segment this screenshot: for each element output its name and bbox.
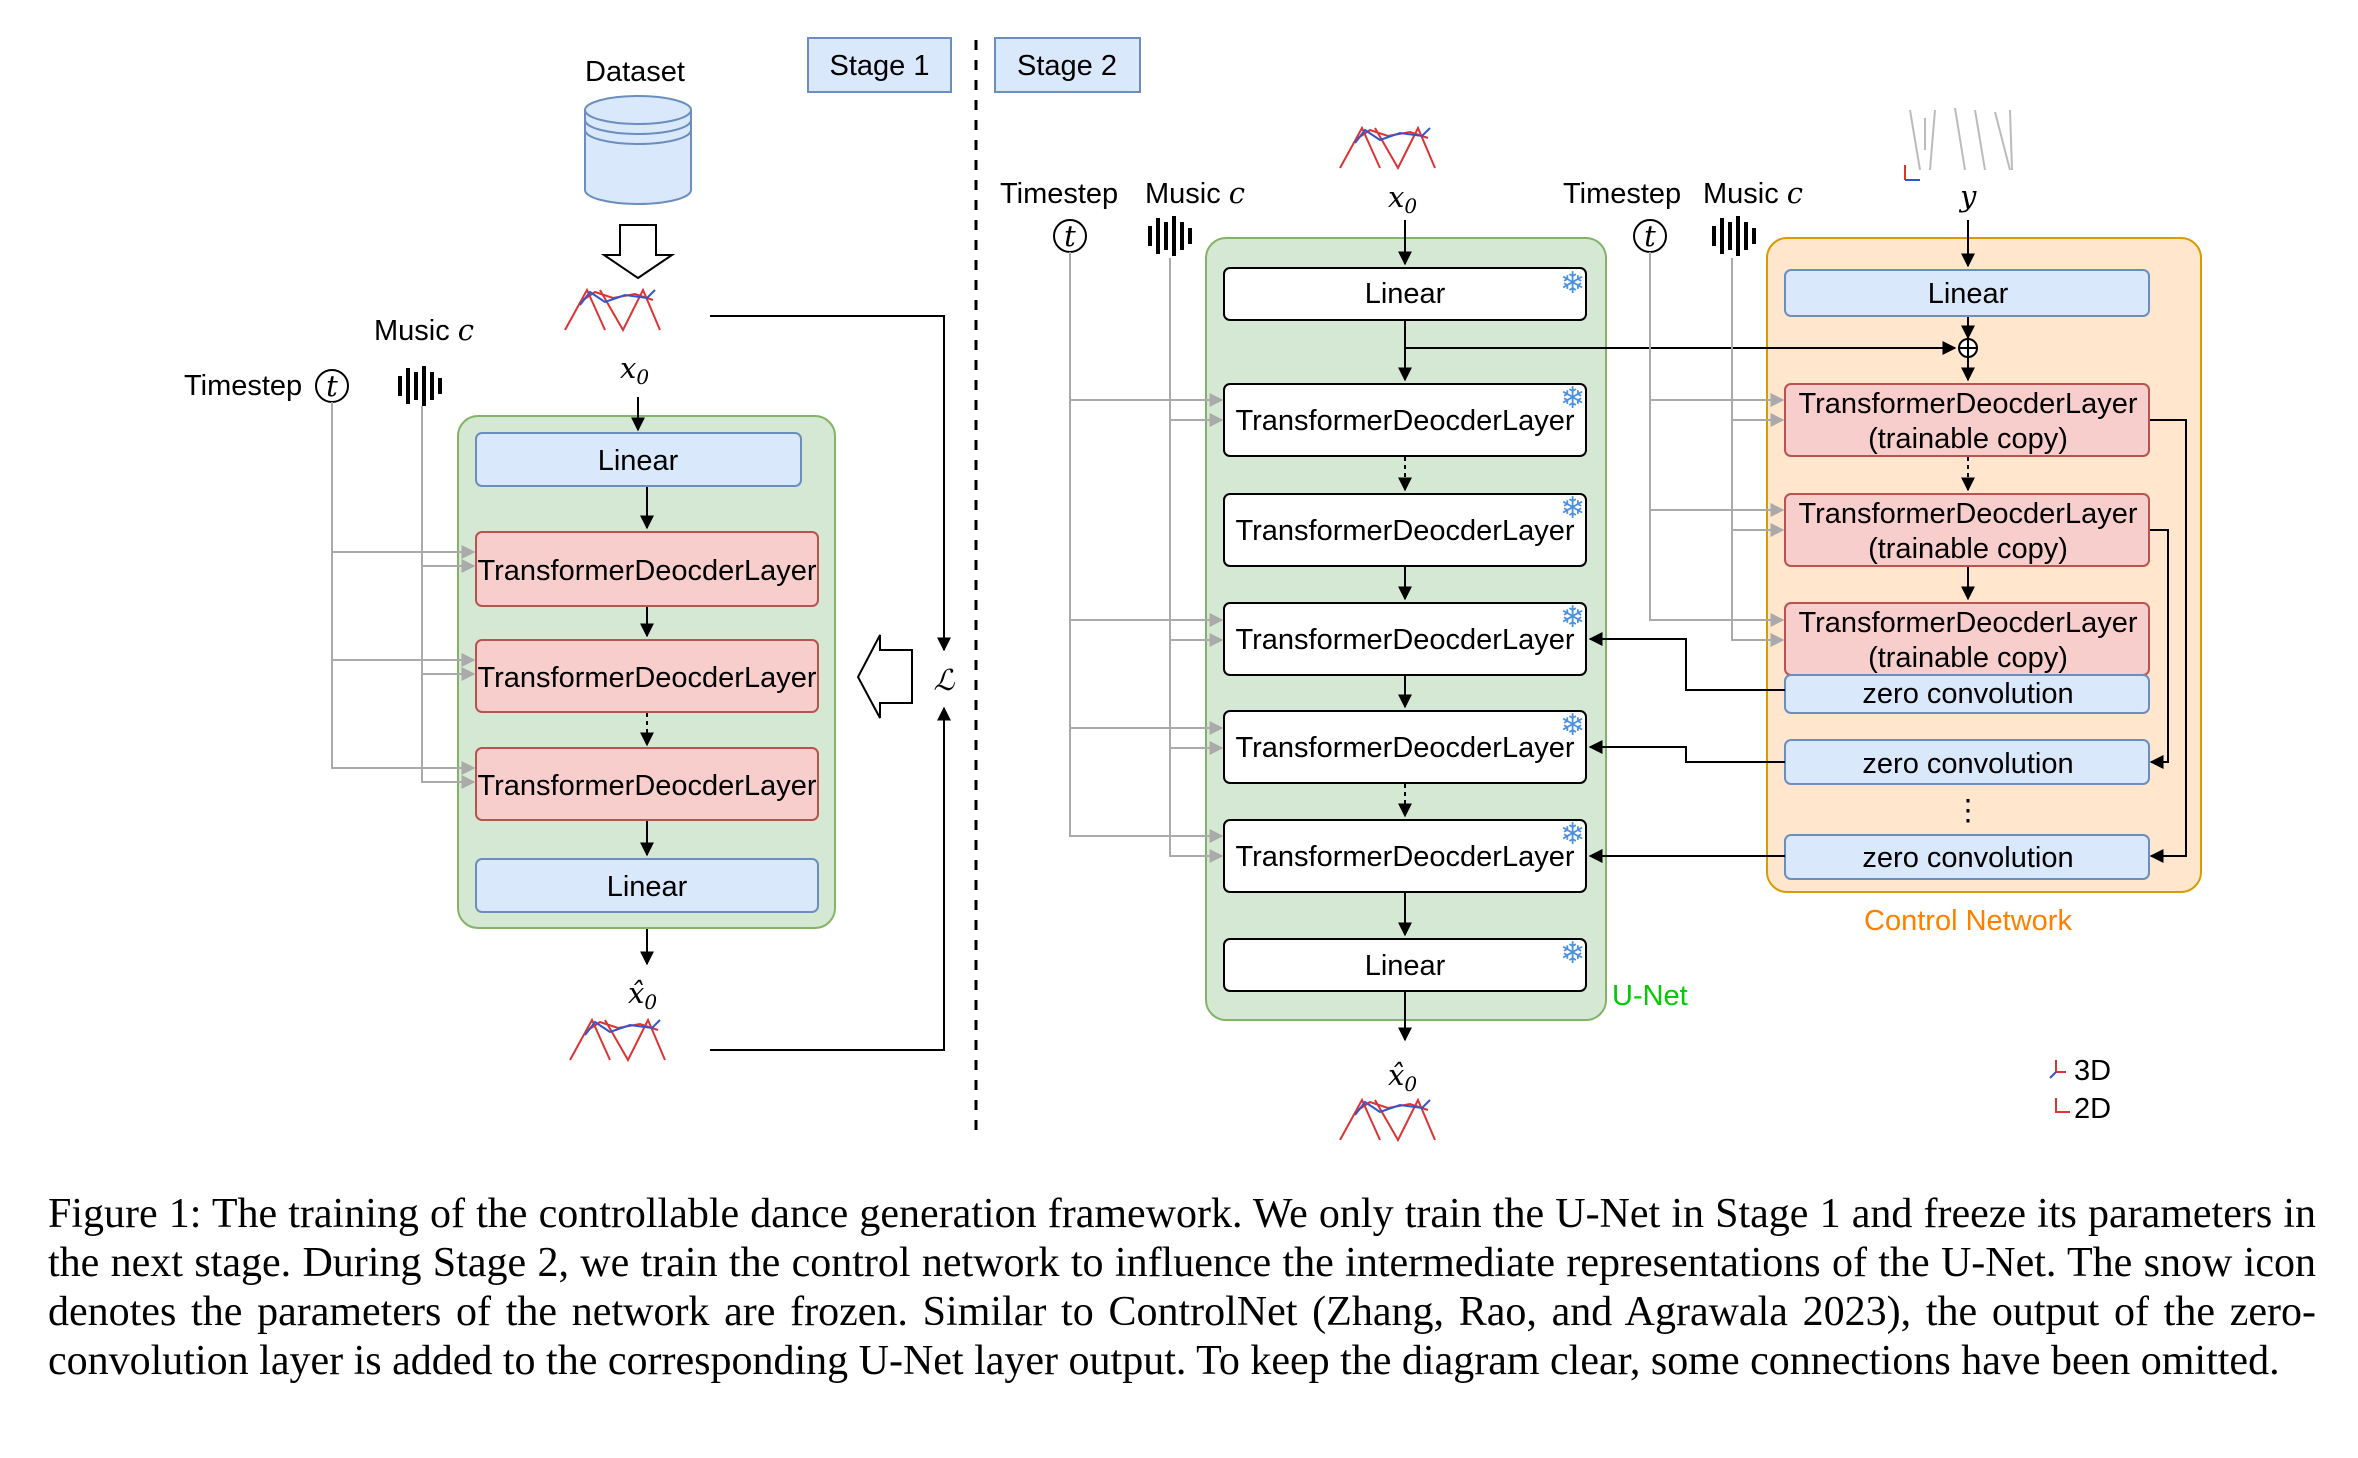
ctrl-zero-conv-3: zero convolution — [1784, 834, 2150, 880]
ctrl-zero-conv-1: zero convolution — [1784, 674, 2150, 714]
control-network-label: Control Network — [1864, 905, 2072, 937]
s2-timestep-label: Timestep — [1000, 178, 1118, 210]
s2-unet-decoder-4: TransformerDeocderLayer ❄ — [1223, 708, 1587, 784]
unet-label: U-Net — [1612, 980, 1688, 1012]
svg-text:zero convolution: zero convolution — [1862, 678, 2073, 710]
svg-text:TransformerDeocderLayer: TransformerDeocderLayer — [478, 662, 817, 694]
ctrl-decoder-copy-2: TransformerDeocderLayer (trainable copy) — [1784, 493, 2150, 567]
svg-text:Linear: Linear — [607, 871, 688, 903]
svg-text:(trainable copy): (trainable copy) — [1868, 533, 2068, 565]
diagram-canvas: Stage 1 Dataset x0 Music c Timestep t Li… — [184, 37, 2202, 1141]
legend: 3D 2D — [2049, 1055, 2111, 1125]
s1-linear-top: Linear — [475, 432, 802, 487]
ctrl-decoder-copy-1: TransformerDeocderLayer (trainable copy) — [1784, 383, 2150, 457]
svg-text:TransformerDeocderLayer: TransformerDeocderLayer — [478, 555, 817, 587]
svg-text:TransformerDeocderLayer: TransformerDeocderLayer — [1236, 515, 1575, 547]
snowflake-icon: ❄ — [1560, 491, 1585, 526]
s2-unet-linear-bottom: Linear ❄ — [1223, 936, 1587, 992]
stage1-tab-label: Stage 1 — [830, 50, 930, 82]
s1-x0-label: x0 — [620, 351, 649, 389]
svg-text:zero convolution: zero convolution — [1862, 842, 2073, 874]
s2-x0-hat-label: x̂0 — [1388, 1058, 1417, 1096]
s2-x0-hat-dancer-icon — [1339, 1099, 1436, 1141]
svg-text:TransformerDeocderLayer: TransformerDeocderLayer — [1799, 388, 2138, 420]
stage2-tab-label: Stage 2 — [1017, 50, 1117, 82]
svg-text:(trainable copy): (trainable copy) — [1868, 423, 2068, 455]
s1-decoder-layer-2: TransformerDeocderLayer — [475, 639, 819, 713]
snowflake-icon: ❄ — [1560, 936, 1585, 971]
s2-ctrl-music-wave-icon — [1712, 216, 1756, 256]
loss-label: ℒ — [934, 663, 956, 697]
s2-ctrl-conditioning-lines — [1649, 252, 1785, 647]
snowflake-icon: ❄ — [1560, 381, 1585, 416]
y-2d-pose-icon — [1904, 107, 2013, 181]
s1-timestep-var: t — [326, 369, 338, 403]
svg-text:Linear: Linear — [1365, 278, 1446, 310]
svg-text:TransformerDeocderLayer: TransformerDeocderLayer — [1236, 841, 1575, 873]
svg-text:TransformerDeocderLayer: TransformerDeocderLayer — [1236, 405, 1575, 437]
s2-unet-decoder-3: TransformerDeocderLayer ❄ — [1223, 600, 1587, 676]
s1-decoder-layer-3: TransformerDeocderLayer — [475, 747, 819, 821]
s2-unet-conditioning-lines — [1069, 252, 1224, 863]
snowflake-icon: ❄ — [1560, 266, 1585, 301]
s2-music-label: Music c — [1145, 176, 1245, 210]
snowflake-icon: ❄ — [1560, 708, 1585, 743]
svg-text:TransformerDeocderLayer: TransformerDeocderLayer — [1236, 624, 1575, 656]
stage1-tab: Stage 1 — [807, 37, 952, 93]
s2-music-wave-icon — [1148, 216, 1192, 256]
stage2-tab: Stage 2 — [994, 37, 1141, 93]
s2-x0-dancer-icon — [1339, 127, 1436, 169]
s2-timestep-var: t — [1064, 219, 1076, 253]
s2-unet-decoder-2: TransformerDeocderLayer ❄ — [1223, 491, 1587, 567]
s2-ctrl-timestep-var: t — [1644, 219, 1656, 253]
dataset-label: Dataset — [585, 56, 685, 88]
svg-text:TransformerDeocderLayer: TransformerDeocderLayer — [1799, 607, 2138, 639]
ctrl-zero-conv-2: zero convolution — [1784, 739, 2150, 785]
s2-x0-label: x0 — [1388, 180, 1417, 218]
svg-text:Linear: Linear — [1365, 950, 1446, 982]
svg-text:TransformerDeocderLayer: TransformerDeocderLayer — [1236, 732, 1575, 764]
snowflake-icon: ❄ — [1560, 817, 1585, 852]
legend-3d-label: 3D — [2074, 1055, 2111, 1087]
s1-conditioning-lines — [331, 402, 476, 789]
ellipsis-vertical: ⋮ — [1954, 795, 1983, 827]
s2-ctrl-music-label: Music c — [1703, 176, 1803, 210]
svg-text:Linear: Linear — [598, 445, 679, 477]
s1-x0-hat-label: x̂0 — [628, 976, 657, 1014]
snowflake-icon: ❄ — [1560, 600, 1585, 635]
ctrl-linear: Linear — [1784, 269, 2150, 317]
hollow-left-arrow-icon — [856, 634, 913, 719]
s2-unet-linear-top: Linear ❄ — [1223, 266, 1587, 321]
x0-dancer-icon — [564, 289, 661, 331]
x0-hat-dancer-icon — [569, 1019, 666, 1061]
svg-text:zero convolution: zero convolution — [1862, 748, 2073, 780]
hollow-down-arrow-icon — [600, 224, 676, 280]
figure-caption: Figure 1: The training of the controllab… — [48, 1191, 2316, 1384]
dataset-cylinder-icon — [584, 95, 692, 205]
s1-linear-bottom: Linear — [475, 858, 819, 913]
y-label: y — [1958, 179, 1977, 213]
s2-unet-decoder-5: TransformerDeocderLayer ❄ — [1223, 817, 1587, 893]
s1-decoder-layer-1: TransformerDeocderLayer — [475, 531, 819, 607]
s2-unet-decoder-1: TransformerDeocderLayer ❄ — [1223, 381, 1587, 457]
legend-2d-label: 2D — [2074, 1093, 2111, 1125]
svg-text:Linear: Linear — [1928, 278, 2009, 310]
s2-ctrl-timestep-label: Timestep — [1563, 178, 1681, 210]
svg-text:(trainable copy): (trainable copy) — [1868, 642, 2068, 674]
ctrl-decoder-copy-3: TransformerDeocderLayer (trainable copy) — [1784, 602, 2150, 676]
svg-text:TransformerDeocderLayer: TransformerDeocderLayer — [1799, 498, 2138, 530]
s1-music-wave-icon — [398, 366, 442, 406]
s1-timestep-label: Timestep — [184, 370, 302, 402]
s1-music-label: Music c — [374, 313, 474, 347]
svg-text:TransformerDeocderLayer: TransformerDeocderLayer — [478, 770, 817, 802]
